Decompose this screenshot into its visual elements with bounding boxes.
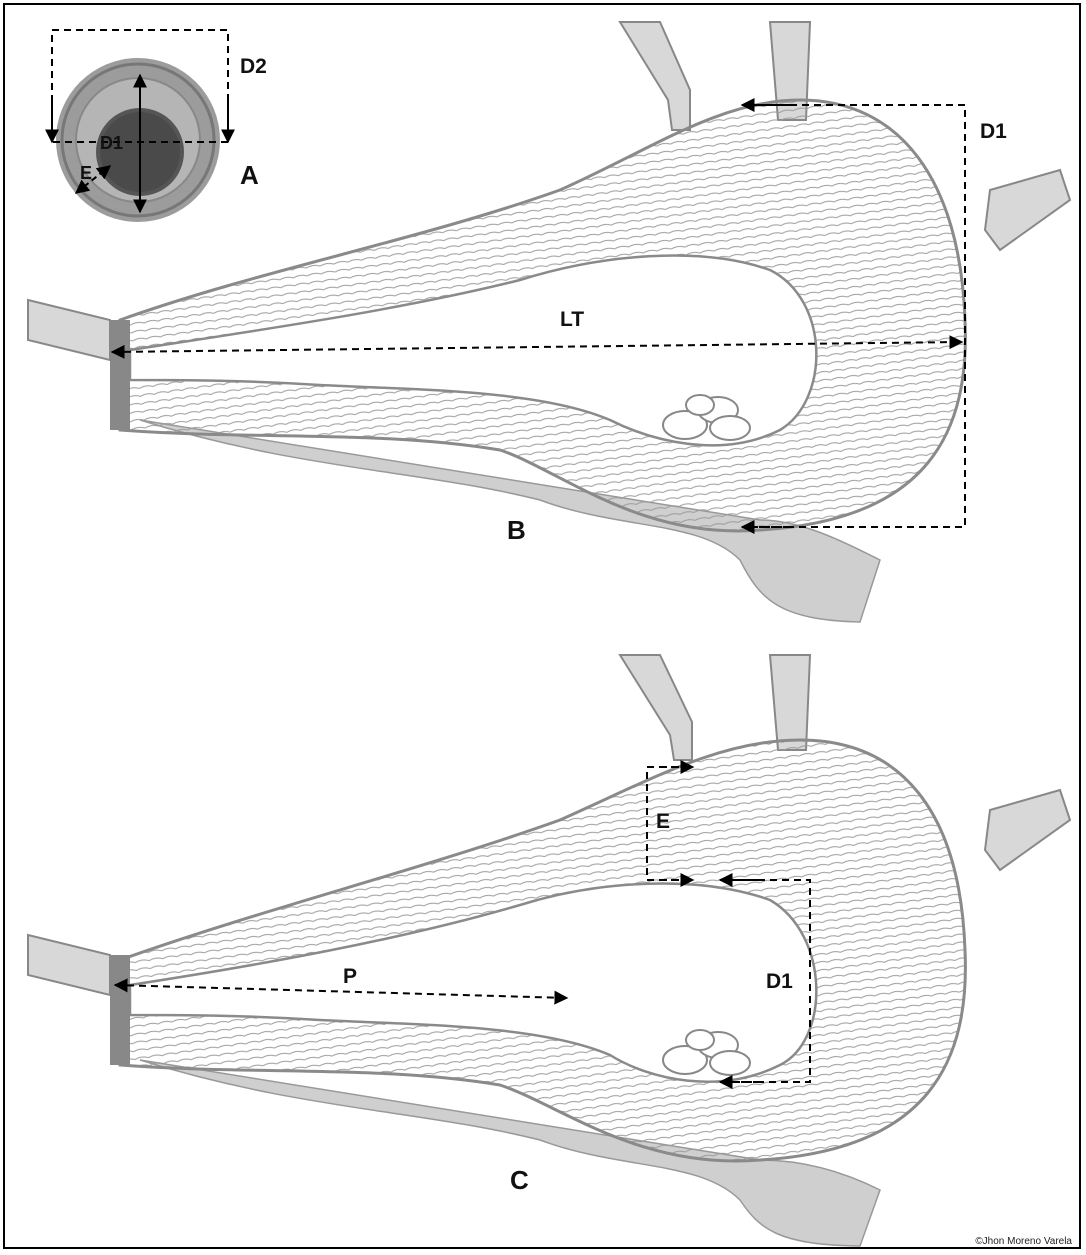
panel-b-lt-label: LT: [560, 308, 584, 332]
cross-section-a: [56, 58, 220, 222]
panel-c-e-label: E: [656, 810, 670, 834]
panel-c-label: C: [510, 1165, 529, 1196]
panel-b-d1-label: D1: [980, 120, 1007, 144]
panel-b-label: B: [507, 515, 526, 546]
panel-a-d1-label: D1: [100, 133, 123, 154]
panel-c-d1-label: D1: [766, 970, 793, 994]
panel-a-label: A: [240, 160, 259, 191]
panel-a-d2-label: D2: [240, 55, 267, 79]
panel-a-e-label: E: [80, 163, 92, 184]
panel-c-p-label: P: [343, 965, 357, 989]
longitudinal-section-c: [28, 655, 1070, 1246]
credit-text: ©Jhon Moreno Varela: [975, 1236, 1072, 1247]
